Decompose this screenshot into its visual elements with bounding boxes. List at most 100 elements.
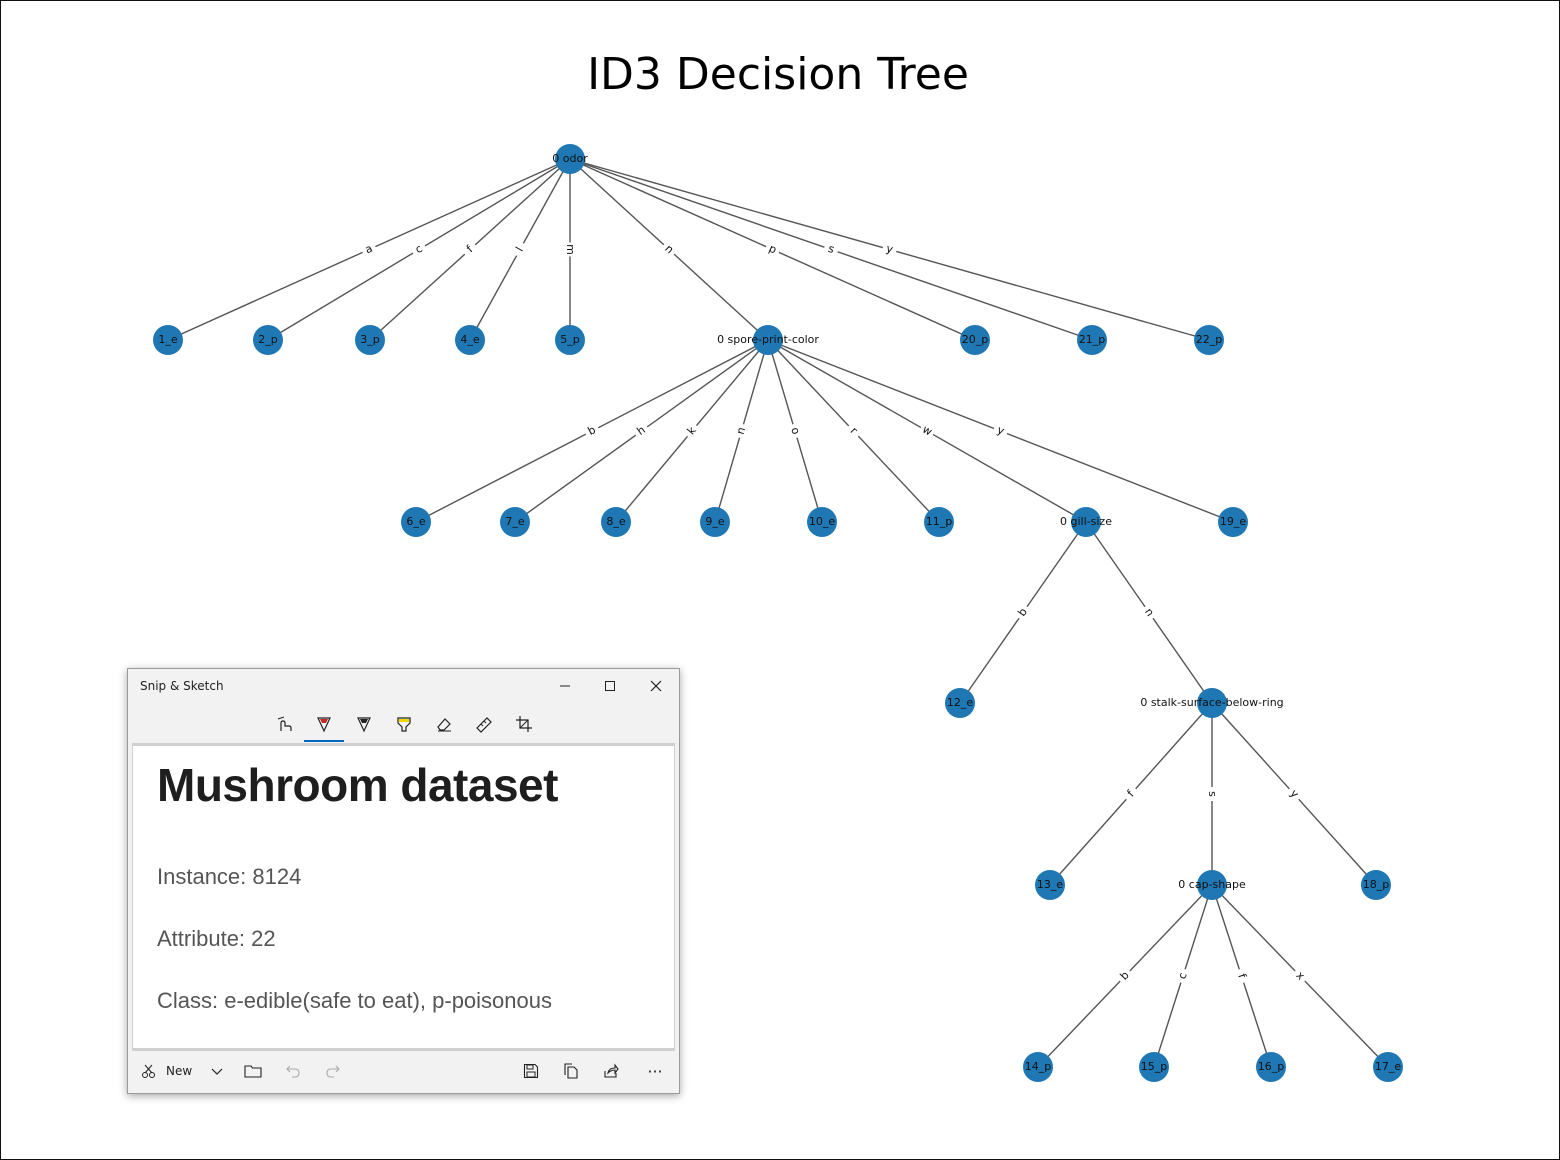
share-icon: [604, 1063, 619, 1078]
tree-node: [1197, 688, 1227, 718]
tree-node-label: 0 stalk-surface-below-ring: [1140, 696, 1283, 709]
ruler-button[interactable]: [466, 709, 502, 739]
new-snip-label: New: [166, 1064, 193, 1078]
edge-label: o: [788, 426, 802, 436]
edge-label-group: c: [409, 239, 429, 260]
eraser-button[interactable]: [426, 709, 462, 739]
ink-toolbar: [128, 705, 679, 743]
ruler-icon: [476, 717, 492, 733]
tree-node: [153, 325, 183, 355]
save-button[interactable]: [518, 1059, 544, 1083]
tree-node: [1373, 1052, 1403, 1082]
edge-label-group: b: [582, 421, 602, 441]
edge-label-group: n: [659, 239, 679, 260]
tree-node: [253, 325, 283, 355]
edge-label: c: [1175, 971, 1189, 981]
edge-label-group: c: [1174, 967, 1192, 985]
tree-node-label: 7_e: [505, 515, 524, 528]
edge-label: l: [513, 245, 526, 254]
tree-node-label: 12_e: [947, 696, 973, 709]
dataset-attribute-count: Attribute: 22: [157, 926, 276, 951]
edge-label-group: l: [510, 239, 530, 260]
edge-label-group: s: [822, 240, 840, 259]
tree-node: [1023, 1052, 1053, 1082]
edge-label-background: [1013, 602, 1033, 623]
copy-button[interactable]: [558, 1059, 584, 1083]
crop-icon: [516, 716, 532, 732]
close-button[interactable]: [641, 675, 671, 697]
edge-label: a: [363, 242, 374, 257]
window-title: Snip & Sketch: [140, 679, 224, 693]
chevron-down-icon: [211, 1068, 223, 1075]
tree-node-label: 15_p: [1141, 1060, 1167, 1073]
pencil-button[interactable]: [346, 709, 382, 739]
edge-label-group: a: [359, 240, 379, 259]
edge-label-background: [1284, 784, 1304, 804]
edge-label-background: [822, 240, 840, 259]
tree-node-label: 14_p: [1025, 1060, 1051, 1073]
edge-label-group: s: [1205, 787, 1219, 801]
edge-label-background: [682, 421, 702, 441]
undo-button[interactable]: [280, 1059, 306, 1083]
edge-label-background: [631, 421, 652, 441]
edge-label-background: [563, 242, 577, 257]
tree-node: [1139, 1052, 1169, 1082]
highlighter-button[interactable]: [386, 709, 422, 739]
minimize-button[interactable]: [550, 675, 580, 697]
edge-label-group: f: [1232, 967, 1251, 985]
edge-label-group: k: [682, 421, 702, 441]
ballpoint-pen-button[interactable]: [304, 709, 344, 742]
new-snip-button[interactable]: New: [140, 1059, 198, 1083]
snip-sketch-window[interactable]: Snip & Sketch: [127, 668, 680, 1094]
tree-node-label: 6_e: [406, 515, 425, 528]
tree-node-label: 4_e: [460, 333, 479, 346]
tree-node-label: 11_p: [926, 515, 952, 528]
edge-label: c: [413, 242, 425, 256]
tree-node-label: 10_e: [809, 515, 835, 528]
new-snip-dropdown[interactable]: [206, 1059, 228, 1083]
tree-node: [401, 507, 431, 537]
tree-node: [500, 507, 530, 537]
tree-node: [960, 325, 990, 355]
tree-node: [700, 507, 730, 537]
edge-label-group: r: [843, 421, 864, 441]
redo-button[interactable]: [320, 1059, 346, 1083]
edge-label: n: [734, 426, 748, 436]
window-titlebar[interactable]: Snip & Sketch: [128, 669, 679, 703]
maximize-button[interactable]: [595, 675, 625, 697]
share-button[interactable]: [598, 1059, 624, 1083]
edge-label-group: y: [991, 421, 1010, 441]
tree-node: [601, 507, 631, 537]
snip-canvas[interactable]: Mushroom dataset Instance: 8124 Attribut…: [132, 743, 675, 1051]
save-icon: [523, 1063, 539, 1079]
tree-node: [1218, 507, 1248, 537]
crop-button[interactable]: [506, 709, 542, 739]
edge-label-background: [1115, 966, 1135, 986]
tree-node-label: 19_e: [1220, 515, 1246, 528]
tree-node-label: 0 spore-print-color: [717, 333, 819, 346]
tree-node-label: 8_e: [606, 515, 625, 528]
tree-node-label: 17_e: [1375, 1060, 1401, 1073]
tree-node: [807, 507, 837, 537]
open-file-button[interactable]: [240, 1059, 266, 1083]
edge-label-group: p: [763, 240, 782, 259]
edge-label: m: [564, 244, 577, 255]
dataset-class-description: Class: e-edible(safe to eat), p-poisonou…: [157, 988, 552, 1013]
touch-writing-button[interactable]: [266, 709, 302, 739]
more-options-button[interactable]: ···: [647, 1061, 663, 1081]
edge-label-background: [843, 421, 864, 441]
tree-node-label: 5_p: [560, 333, 579, 346]
edge-label-group: f: [1121, 784, 1141, 804]
ballpoint-pen-icon: [317, 717, 331, 733]
tree-node: [945, 688, 975, 718]
highlighter-icon: [397, 717, 411, 732]
tree-node-label: 0 cap-shape: [1178, 878, 1246, 891]
edge-label: y: [885, 242, 895, 256]
bottom-toolbar: New ···: [128, 1049, 679, 1093]
eraser-icon: [437, 718, 451, 732]
edge-label: s: [826, 242, 836, 256]
tree-node-label: 13_e: [1037, 878, 1063, 891]
folder-icon: [244, 1065, 262, 1078]
tree-node: [1194, 325, 1224, 355]
